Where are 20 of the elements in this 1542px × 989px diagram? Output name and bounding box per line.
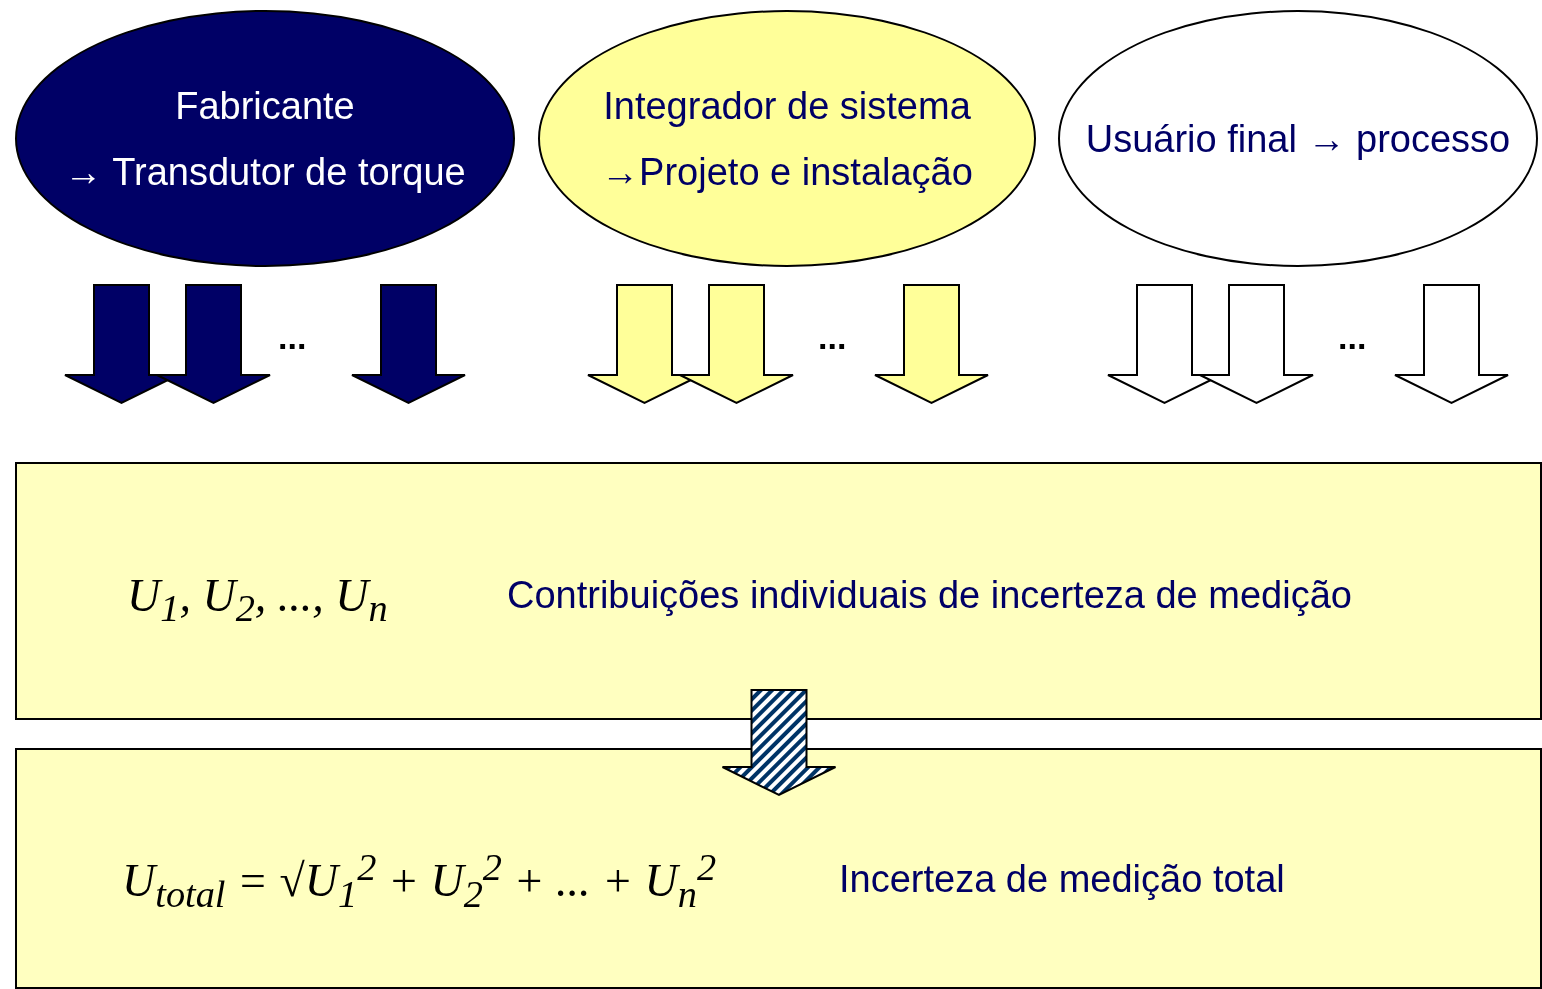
panel-box bbox=[15, 462, 1542, 720]
block-arrow bbox=[1394, 284, 1509, 405]
block-arrow bbox=[351, 284, 466, 405]
node-label: → Transdutor de torque bbox=[64, 149, 466, 195]
description-text: Incerteza de medição total bbox=[839, 858, 1285, 901]
node-label: Usuário final → processo bbox=[1085, 116, 1511, 162]
node-label: Fabricante bbox=[175, 83, 355, 129]
panel-box bbox=[15, 748, 1542, 989]
ellipsis-label: ... bbox=[278, 318, 307, 357]
block-arrow bbox=[679, 284, 794, 405]
ellipsis-label: ... bbox=[1338, 318, 1367, 357]
block-arrow bbox=[874, 284, 989, 405]
block-arrow bbox=[721, 689, 837, 797]
block-arrow bbox=[1199, 284, 1314, 405]
node-label: →Projeto e instalação bbox=[601, 149, 973, 195]
description-text: Contribuições individuais de incerteza de medição bbox=[507, 574, 1352, 617]
node-label: Integrador de sistema bbox=[603, 83, 971, 129]
block-arrow bbox=[156, 284, 271, 405]
formula: U$_{1}$, U$_{2}$, ..., U$_{n}$ bbox=[127, 569, 388, 631]
ellipsis-label: ... bbox=[818, 318, 847, 357]
